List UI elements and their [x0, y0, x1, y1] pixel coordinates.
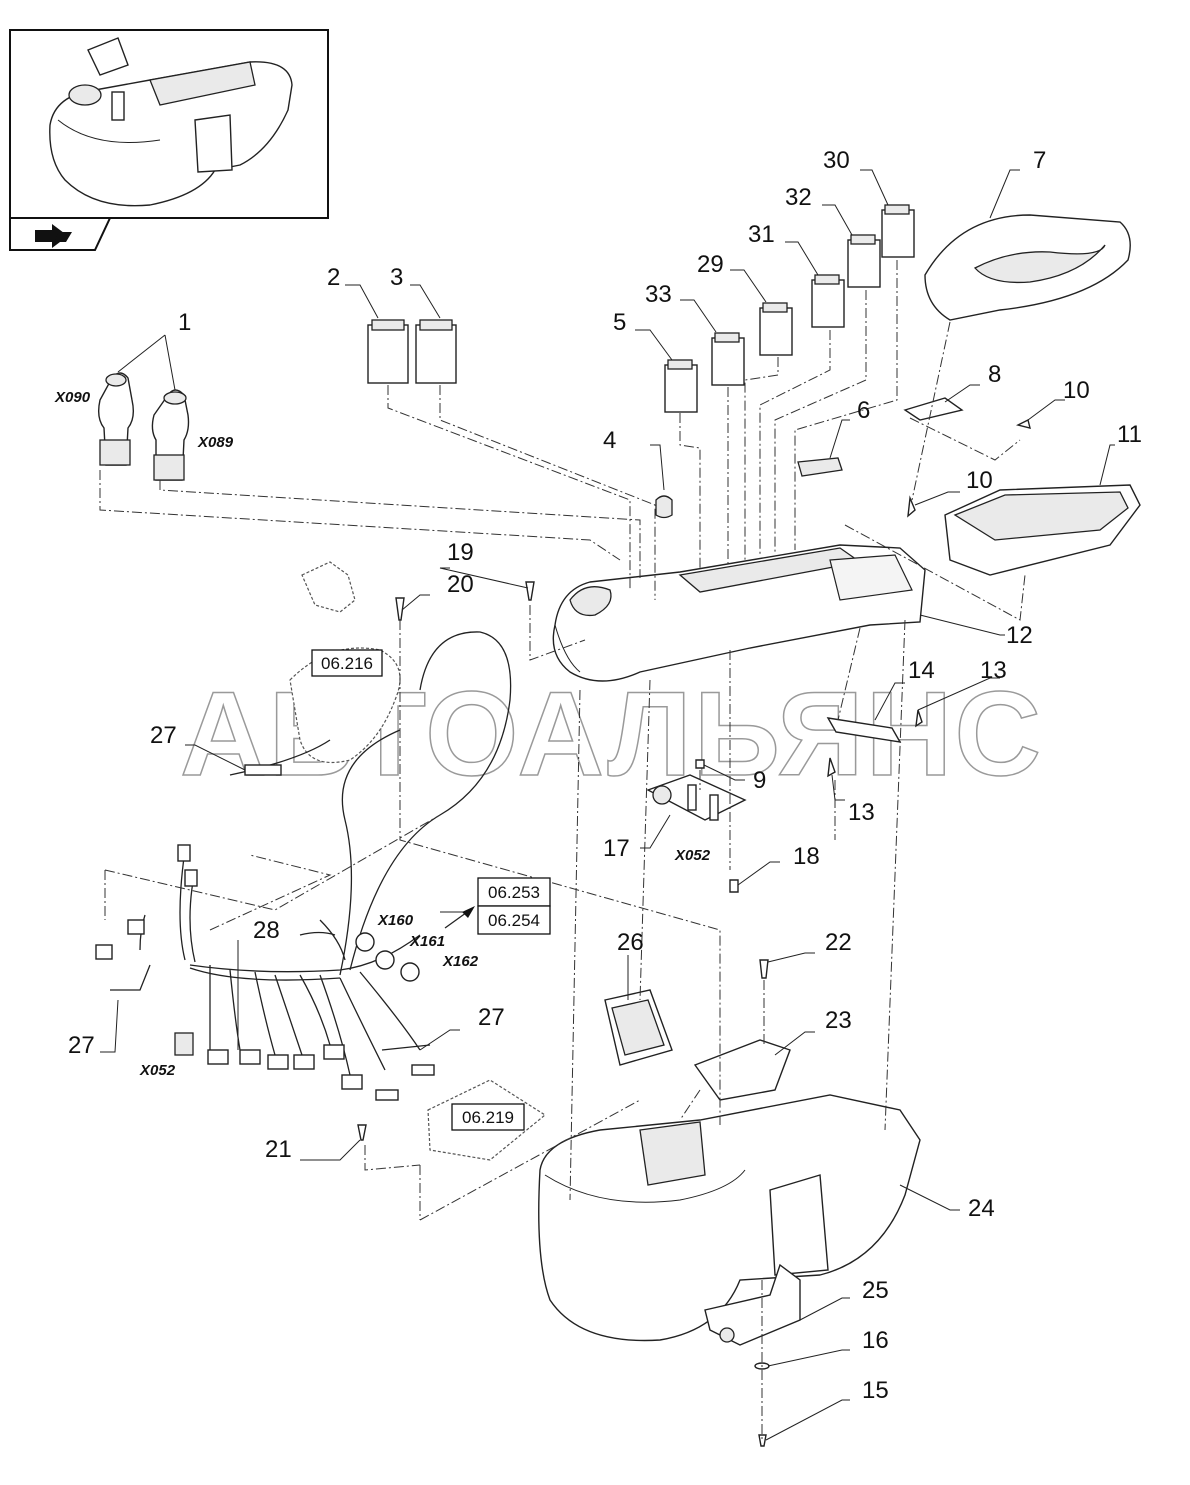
part-28-harness	[95, 631, 512, 1101]
callout: 17	[603, 835, 630, 862]
connector-labels: X090 X089 X052 X052 X160 X161 X162	[54, 389, 711, 1079]
part-screws-19-20	[395, 581, 535, 621]
callout: 11	[1117, 421, 1142, 448]
callout: 29	[697, 251, 724, 278]
callout: 10	[966, 467, 993, 494]
part-14-bracket	[695, 709, 923, 893]
connector-x090: X090	[54, 389, 91, 406]
callout: 3	[390, 264, 403, 291]
callout: 1	[178, 309, 191, 336]
part-small-hardware	[655, 397, 1031, 519]
callout: 12	[1006, 622, 1033, 649]
assembly-lines	[99, 260, 1026, 1440]
callout: 7	[1033, 147, 1046, 174]
callout: 27	[478, 1004, 505, 1031]
callout: 13	[980, 657, 1007, 684]
thumbnail-view	[9, 29, 329, 251]
part-25-bracket	[704, 1263, 801, 1447]
callout: 24	[968, 1195, 995, 1222]
reference-boxes: 06.216 06.253 06.254 06.219	[311, 649, 551, 1131]
connector-x160: X160	[377, 912, 414, 929]
callout: 31	[748, 221, 775, 248]
callout: 20	[447, 571, 474, 598]
callout: 25	[862, 1277, 889, 1304]
callout: 10	[1063, 377, 1090, 404]
leader-lines	[100, 169, 1115, 1441]
callout: 5	[613, 309, 626, 336]
connector-x162: X162	[442, 953, 479, 970]
callout: 30	[823, 147, 850, 174]
part-12-upper-console	[552, 544, 926, 682]
part-switches-2-3	[367, 319, 457, 384]
part-17-plate	[646, 774, 747, 821]
callout: 16	[862, 1327, 889, 1354]
callout: 21	[265, 1136, 292, 1163]
part-knobs	[97, 372, 190, 481]
callout: 27	[150, 722, 177, 749]
part-23-plate	[693, 959, 791, 1101]
part-switches-right	[664, 204, 915, 413]
callout: 26	[617, 929, 644, 956]
ref-06-253[interactable]: 06.253	[488, 883, 540, 902]
part-26-module	[604, 989, 673, 1066]
callout: 27	[68, 1032, 95, 1059]
callout: 9	[753, 767, 766, 794]
callout: 6	[857, 397, 870, 424]
connector-x052-top: X052	[674, 847, 711, 864]
connector-x052-bottom: X052	[139, 1062, 176, 1079]
callout: 4	[603, 427, 616, 454]
ref-06-219[interactable]: 06.219	[462, 1108, 514, 1127]
callout: 23	[825, 1007, 852, 1034]
callout: 19	[447, 539, 474, 566]
connector-x161: X161	[409, 933, 445, 950]
callout: 18	[793, 843, 820, 870]
callout: 32	[785, 184, 812, 211]
connector-x089: X089	[197, 434, 234, 451]
callout: 33	[645, 281, 672, 308]
ref-06-216[interactable]: 06.216	[321, 654, 373, 673]
callout: 8	[988, 361, 1001, 388]
callout: 28	[253, 917, 280, 944]
callout: 2	[327, 264, 340, 291]
part-11-tray	[944, 484, 1141, 576]
next-arrow-icon[interactable]	[35, 224, 72, 248]
part-7-cover	[924, 214, 1131, 321]
callout: 22	[825, 929, 852, 956]
callout-numbers: 1 2 3 4 5 6 7 8 9 10 10 11 12 13 13 14 1…	[68, 147, 1142, 1404]
callout: 13	[848, 799, 875, 826]
ref-06-254[interactable]: 06.254	[488, 911, 540, 930]
callout: 15	[862, 1377, 889, 1404]
callout: 14	[908, 657, 935, 684]
